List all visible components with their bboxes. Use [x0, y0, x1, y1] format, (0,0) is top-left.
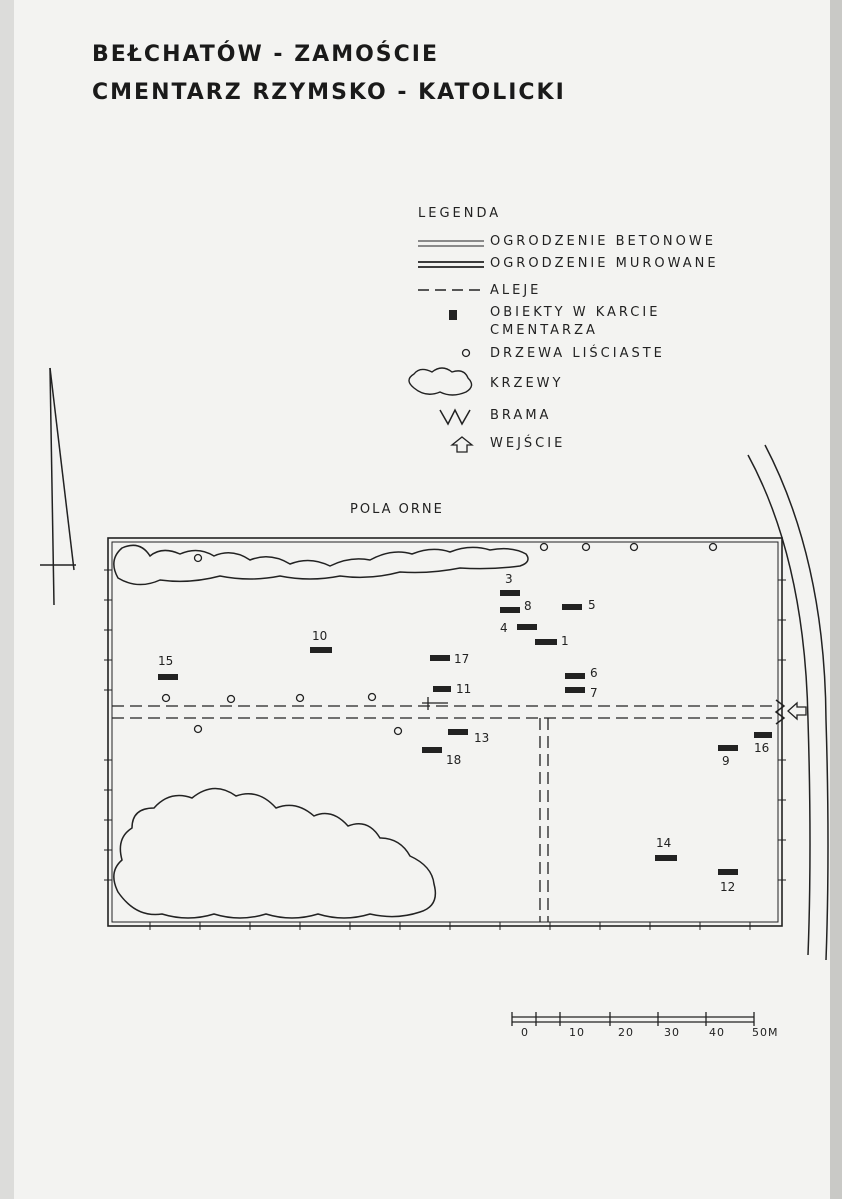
scale-label-0: 0: [521, 1026, 529, 1039]
object-6: [565, 673, 585, 679]
object-label-7: 7: [590, 686, 598, 700]
object-7: [565, 687, 585, 693]
tree-icon: [161, 693, 171, 703]
side-alley: [539, 718, 549, 922]
object-label-12: 12: [720, 880, 736, 894]
tree-icon: [193, 553, 203, 563]
tree-icon: [393, 726, 403, 736]
double-line-icon: [418, 240, 484, 247]
object-11: [433, 686, 451, 692]
object-label-18: 18: [446, 753, 462, 767]
object-15: [158, 674, 178, 680]
object-label-6: 6: [590, 666, 598, 680]
scale-label-40: 40: [709, 1026, 725, 1039]
object-label-9: 9: [722, 754, 730, 768]
tree-icon: [539, 542, 549, 552]
map-title-line2: CMENTARZ RZYMSKO - KATOLICKI: [92, 80, 566, 105]
tree-icon: [295, 693, 305, 703]
object-17: [430, 655, 450, 661]
object-5: [562, 604, 582, 610]
tree-icon: [708, 542, 718, 552]
tree-icon: [226, 694, 236, 704]
objects: [158, 590, 772, 875]
cloud-icon: [408, 367, 473, 396]
fields-label: POLA ORNE: [350, 502, 444, 517]
legend-label-brick-fence: OGRODZENIE MUROWANE: [490, 256, 719, 271]
object-label-1: 1: [561, 634, 569, 648]
object-12: [718, 869, 738, 875]
double-thick-line-icon: [418, 261, 484, 268]
object-label-3: 3: [505, 572, 513, 586]
scale-label-10: 10: [569, 1026, 585, 1039]
object-label-15: 15: [158, 654, 174, 668]
object-9: [718, 745, 738, 751]
object-8: [500, 607, 520, 613]
legend-heading: LEGENDA: [418, 206, 502, 221]
paper-edge: [830, 0, 842, 1199]
object-13: [448, 729, 468, 735]
scale-bar: [511, 1012, 755, 1026]
arrow-icon: [450, 436, 474, 453]
scale-label-20: 20: [618, 1026, 634, 1039]
legend-label-trees: DRZEWA LIŚCIASTE: [490, 346, 665, 361]
entrance-arrow-icon: [787, 701, 807, 721]
object-3: [500, 590, 520, 596]
road: [747, 444, 829, 961]
object-18: [422, 747, 442, 753]
legend-label-objects: OBIEKTY W KARCIE: [490, 305, 661, 320]
legend-label-entrance: WEJŚCIE: [490, 436, 566, 451]
object-label-14: 14: [656, 836, 672, 850]
gate-icon: [774, 699, 786, 725]
object-label-8: 8: [524, 599, 532, 613]
legend-label-concrete-fence: OGRODZENIE BETONOWE: [490, 234, 716, 249]
scale-label-50: 50M: [752, 1026, 779, 1039]
north-arrow-icon: [40, 367, 76, 606]
shrub-large: [113, 787, 437, 919]
object-label-17: 17: [454, 652, 470, 666]
tree-icon: [193, 724, 203, 734]
tree-icon: [367, 692, 377, 702]
scale-label-30: 30: [664, 1026, 680, 1039]
shrub-top: [113, 544, 529, 586]
cemetery-fence: [107, 537, 783, 927]
legend-symbols: [408, 240, 484, 453]
main-alley: [112, 705, 778, 719]
legend-label-gate: BRAMA: [490, 408, 552, 423]
cross-icon: [422, 697, 448, 710]
gate-icon: [439, 408, 471, 426]
paper: [14, 0, 830, 1199]
object-label-10: 10: [312, 629, 328, 643]
object-10: [310, 647, 332, 653]
tree-icon: [581, 542, 591, 552]
object-label-13: 13: [474, 731, 490, 745]
legend-label-alleys: ALEJE: [490, 283, 542, 298]
filled-square-icon: [449, 310, 457, 320]
object-1: [535, 639, 557, 645]
legend-label-objects-cont: CMENTARZA: [490, 323, 598, 338]
legend-label-shrubs: KRZEWY: [490, 376, 564, 391]
object-16: [754, 732, 772, 738]
object-label-16: 16: [754, 741, 770, 755]
object-label-4: 4: [500, 621, 508, 635]
object-4: [517, 624, 537, 630]
tree-icon: [629, 542, 639, 552]
map-title-line1: BEŁCHATÓW - ZAMOŚCIE: [92, 42, 440, 67]
object-label-5: 5: [588, 598, 596, 612]
object-label-11: 11: [456, 682, 472, 696]
object-14: [655, 855, 677, 861]
circle-icon: [461, 348, 471, 358]
fence-ticks: [104, 569, 786, 930]
trees: [161, 542, 718, 736]
